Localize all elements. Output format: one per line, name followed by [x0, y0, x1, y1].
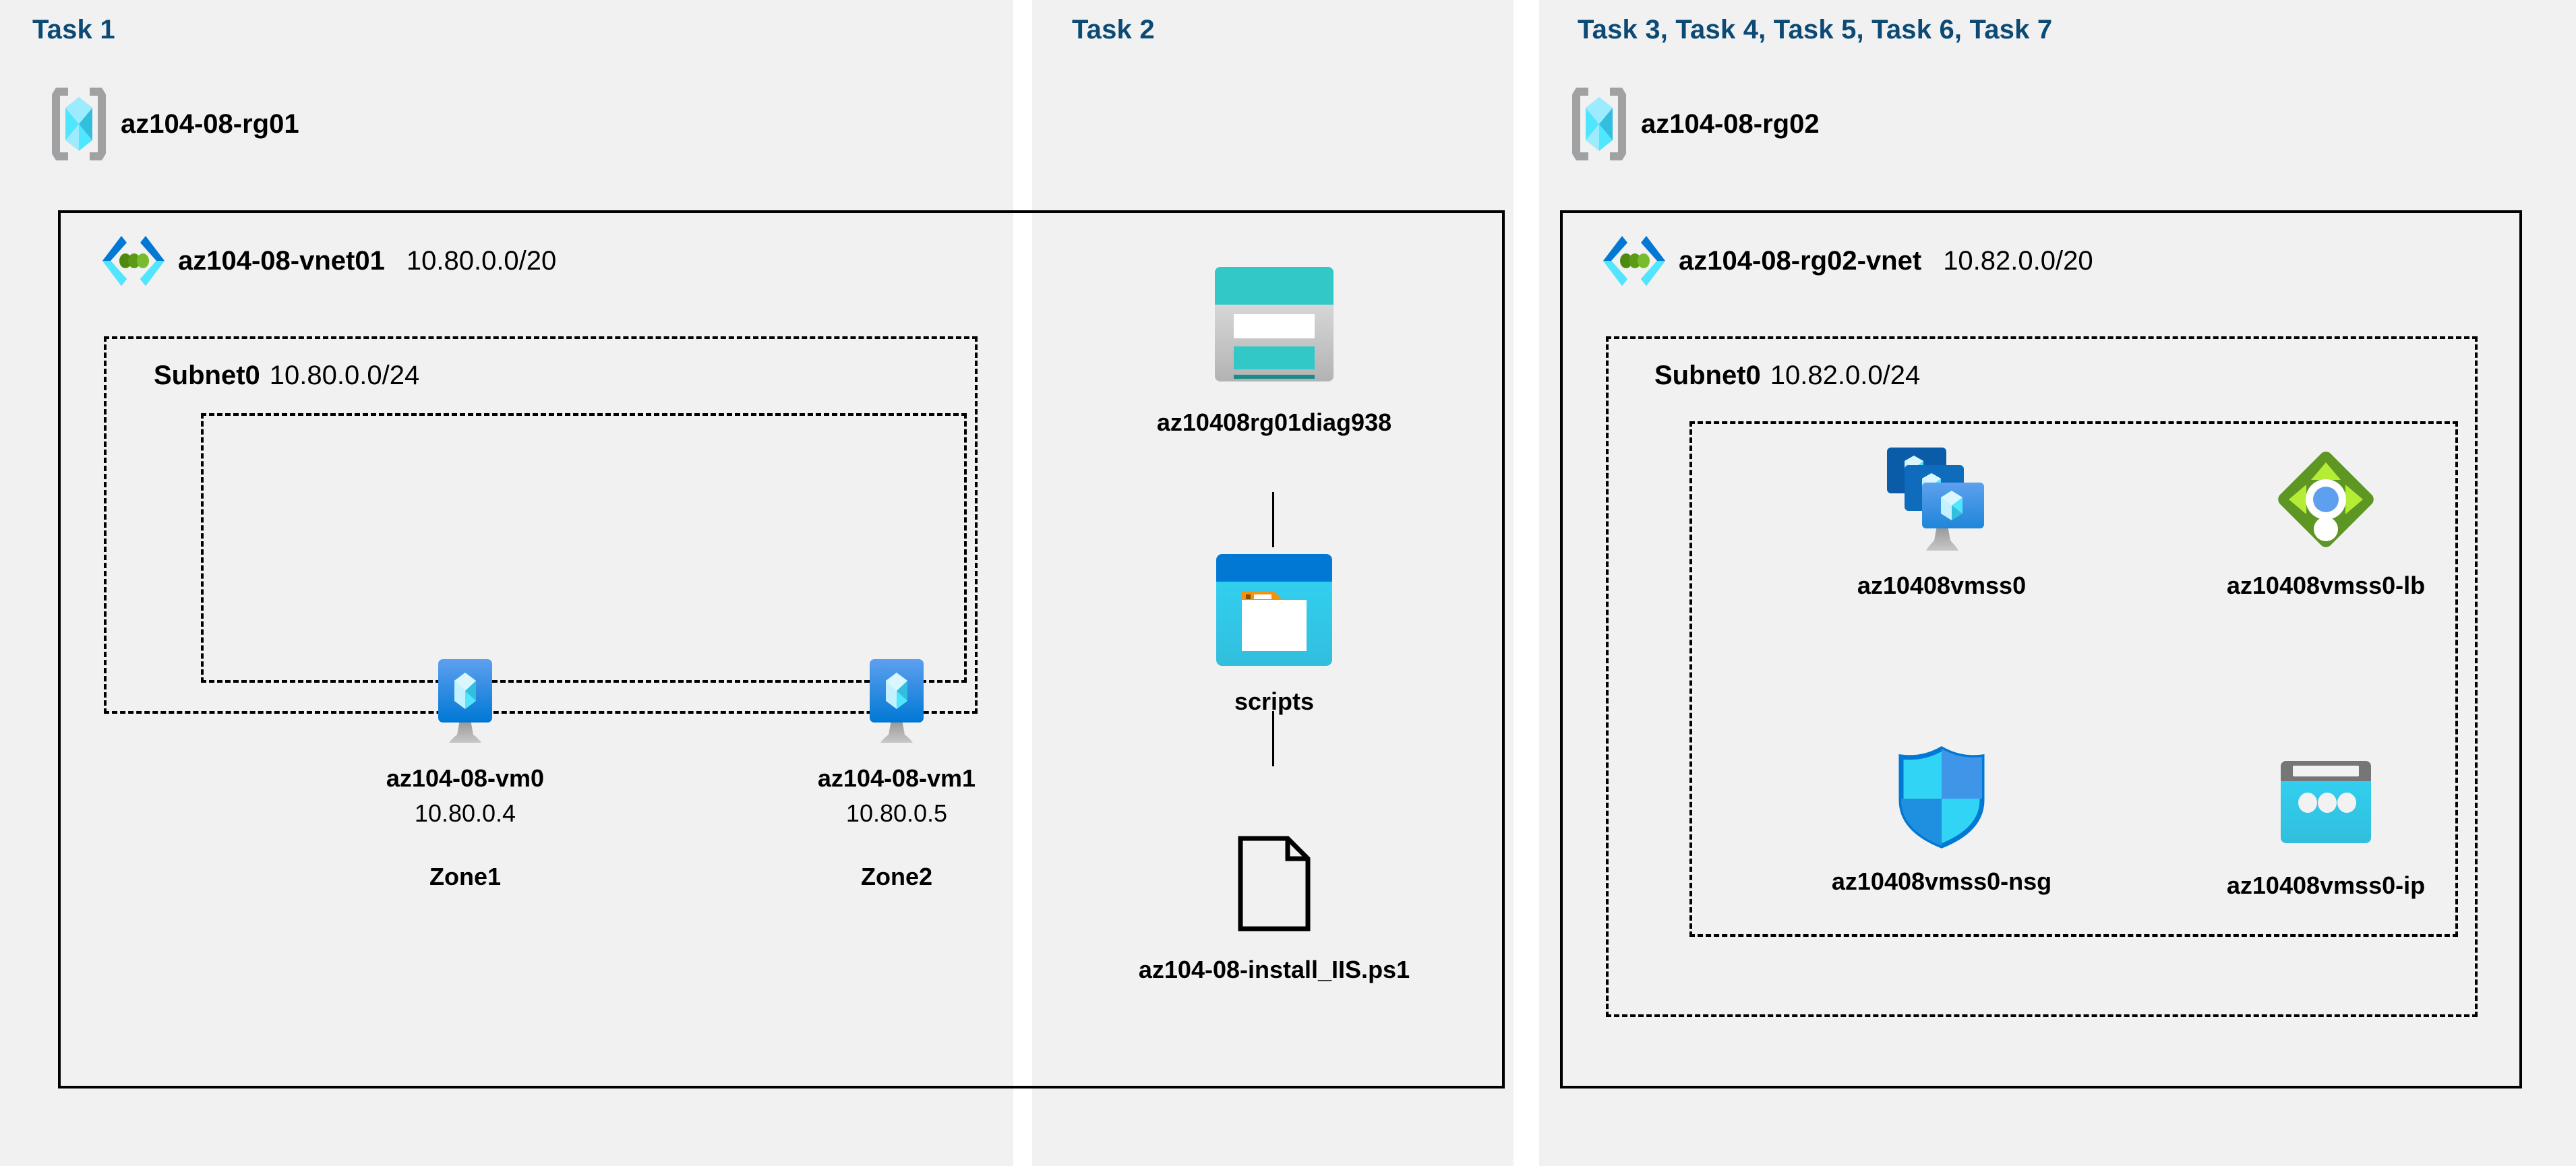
virtual-machine-icon [423, 658, 507, 745]
node-blob-container[interactable]: scripts [1187, 553, 1362, 716]
task2-header: Task 2 [1072, 15, 1155, 44]
subnet-box-subnet0-rg02: Subnet0 10.82.0.0/24 [1606, 336, 2478, 1017]
virtual-network-icon [101, 232, 166, 290]
virtual-machine-icon [855, 658, 938, 745]
virtual-network-icon [1602, 232, 1667, 290]
file-icon [1236, 836, 1312, 931]
public-ip-address-icon [2278, 758, 2374, 846]
resource-group-label-rg01: az104-08-rg01 [121, 109, 299, 139]
load-balancer-label: az10408vmss0-lb [2226, 572, 2426, 599]
public-ip-address-label: az10408vmss0-ip [2226, 871, 2426, 899]
vnet-box-az104-08-rg02-vnet: az104-08-rg02-vnet 10.82.0.0/20 Subnet0 1… [1560, 210, 2522, 1088]
vm-name-label: az104-08-vm0 [386, 764, 545, 792]
subnet-box-subnet0: Subnet0 10.80.0.0/24 [104, 336, 978, 714]
vm-ip-label: 10.80.0.5 [845, 799, 948, 827]
script-file-label: az104-08-install_IIS.ps1 [1138, 956, 1410, 983]
vm-ip-label: 10.80.0.4 [414, 799, 516, 827]
node-script-file[interactable]: az104-08-install_IIS.ps1 [1092, 836, 1456, 984]
network-security-group-label: az10408vmss0-nsg [1831, 867, 2052, 895]
node-load-balancer[interactable]: az10408vmss0-lb [2157, 445, 2494, 600]
node-az104-08-vm1[interactable]: az104-08-vm1 10.80.0.5 Zone2 [775, 658, 1018, 891]
storage-account-label: az10408rg01diag938 [1156, 408, 1392, 436]
vm-zone-label: Zone1 [429, 863, 501, 890]
vnet-cidr-label: 10.80.0.0/20 [406, 245, 557, 276]
blob-container-label: scripts [1234, 687, 1315, 715]
node-storage-account[interactable]: az10408rg01diag938 [1116, 264, 1433, 437]
resource-group-heading-rg01: az104-08-rg01 [51, 86, 299, 162]
node-network-security-group[interactable]: az10408vmss0-nsg [1773, 745, 2110, 896]
connector-container-to-file [1272, 711, 1274, 766]
vnet-box-az104-08-vnet01: az104-08-vnet01 10.80.0.0/20 Subnet0 10.8… [58, 210, 1505, 1088]
subnet-name: Subnet0 [1654, 361, 1761, 390]
resource-group-label-rg02: az104-08-rg02 [1641, 109, 1820, 139]
task3-panel [1539, 0, 2576, 1166]
resource-group-heading-rg02: az104-08-rg02 [1571, 86, 1820, 162]
vnet-heading-az104-08-vnet01: az104-08-vnet01 10.80.0.0/20 [101, 232, 556, 290]
load-balancer-icon [2271, 445, 2380, 554]
subnet-name: Subnet0 [154, 361, 260, 390]
vmss-resources-box [1689, 421, 2458, 937]
vm-zone-label: Zone2 [860, 863, 932, 890]
connector-storage-to-container [1272, 492, 1274, 547]
vm-name-label: az104-08-vm1 [817, 764, 976, 792]
node-public-ip-address[interactable]: az10408vmss0-ip [2157, 758, 2494, 900]
resource-group-icon [51, 86, 107, 162]
subnet-label-subnet0: Subnet0 10.80.0.0/24 [154, 361, 419, 391]
subnet-cidr: 10.80.0.0/24 [269, 361, 420, 390]
resource-group-icon [1571, 86, 1627, 162]
node-vm-scale-set[interactable]: az10408vmss0 [1773, 445, 2110, 600]
blob-container-icon [1214, 553, 1335, 669]
vm-scale-set-label: az10408vmss0 [1857, 572, 2027, 599]
node-az104-08-vm0[interactable]: az104-08-vm0 10.80.0.4 Zone1 [344, 658, 587, 891]
vnet-name-label: az104-08-rg02-vnet [1679, 245, 1922, 276]
subnet-label-subnet0-rg02: Subnet0 10.82.0.0/24 [1654, 361, 1920, 391]
availability-zone-box [201, 413, 967, 683]
task3-header: Task 3, Task 4, Task 5, Task 6, Task 7 [1578, 15, 2053, 44]
task1-panel [0, 0, 1013, 1166]
task1-header: Task 1 [32, 15, 115, 44]
subnet-cidr: 10.82.0.0/24 [1770, 361, 1921, 390]
vm-scale-set-icon [1884, 445, 1999, 554]
vnet-cidr-label: 10.82.0.0/20 [1943, 245, 2093, 276]
vnet-name-label: az104-08-vnet01 [178, 245, 385, 276]
network-security-group-icon [1896, 745, 1987, 850]
vnet-heading-az104-08-rg02-vnet: az104-08-rg02-vnet 10.82.0.0/20 [1602, 232, 2093, 290]
storage-account-icon [1208, 264, 1340, 384]
